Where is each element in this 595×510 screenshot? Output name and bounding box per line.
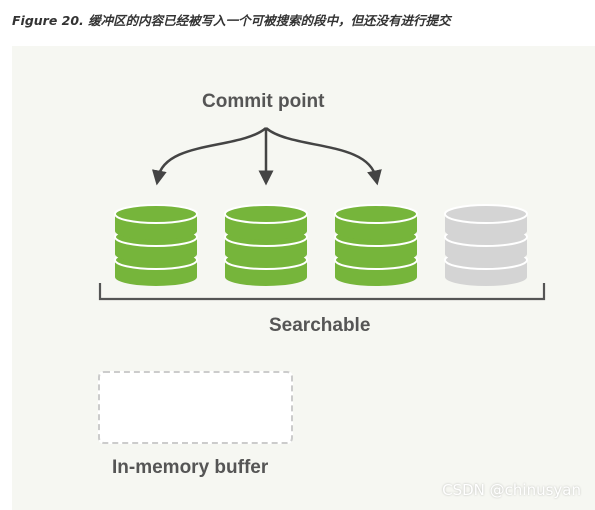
segment-band-top — [114, 204, 198, 224]
segment-band — [335, 260, 417, 286]
segment-band — [445, 260, 527, 286]
arrow-right — [265, 127, 382, 186]
segment-cylinder-2 — [224, 204, 308, 286]
segment-band-top — [444, 204, 528, 224]
segment-band-top — [334, 204, 418, 224]
searchable-bracket — [98, 283, 546, 301]
segment-band — [225, 260, 307, 286]
segment-band — [335, 237, 417, 263]
segment-cylinder-4 — [444, 204, 528, 286]
in-memory-buffer-box — [98, 371, 293, 444]
in-memory-buffer-label: In-memory buffer — [112, 457, 269, 478]
commit-point-label: Commit point — [202, 91, 325, 112]
commit-arrows — [151, 127, 382, 186]
segment-band — [225, 214, 307, 240]
watermark: CSDN @chinusyan — [442, 481, 581, 499]
segment-cylinder-3 — [334, 204, 418, 286]
segment-cylinder-1 — [114, 204, 198, 286]
segment-band — [445, 237, 527, 263]
searchable-label: Searchable — [269, 315, 371, 336]
segments-group — [114, 204, 528, 286]
segment-band — [115, 260, 197, 286]
segment-band — [115, 237, 197, 263]
segment-band — [445, 214, 527, 240]
segment-band — [225, 237, 307, 263]
segment-band — [335, 214, 417, 240]
figure-caption: Figure 20. 缓冲区的内容已经被写入一个可被搜索的段中，但还没有进行提交 — [12, 13, 451, 28]
segment-band — [115, 214, 197, 240]
arrow-left — [151, 127, 267, 186]
segment-band-top — [224, 204, 308, 224]
